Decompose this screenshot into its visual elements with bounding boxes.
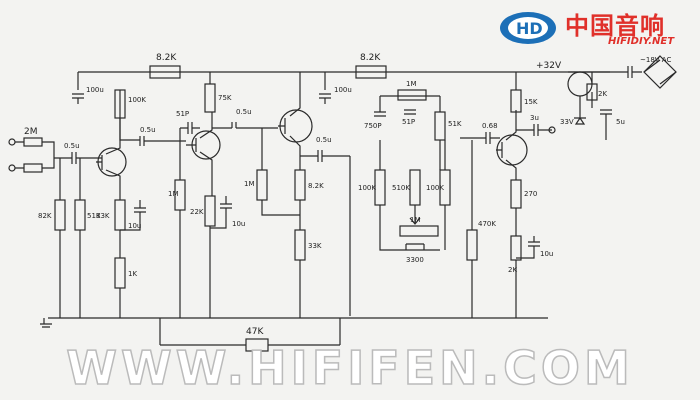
label-c-068: 0.68 [482,122,498,130]
r-75k [204,83,216,113]
label-r-1m-c: 1M [406,80,417,88]
label-r-33k: 33K [96,212,110,220]
label-c-51p-b: 51P [402,118,415,126]
input-terminal-1 [8,138,16,146]
label-c-05-c: 0.5u [316,136,332,144]
c-05-b [231,122,278,129]
label-c-5u: 5u [616,118,625,126]
label-r-in-82k: 82K [38,212,52,220]
label-c-100u-b: 100u [334,86,352,94]
r-510k [409,169,421,206]
label-r-51k-b: 51K [448,120,462,128]
r-in-2m [23,137,43,147]
label-r-100k: 100K [128,96,146,104]
r-22k [204,195,216,227]
r-270 [510,179,522,209]
r-2k [510,235,522,261]
label-r-100k-b: 100K [358,184,376,192]
label-c-10u-b: 10u [232,220,245,228]
r-8k2-top [355,65,387,79]
r-in-51k [74,199,86,231]
label-r-15k: 15K [524,98,538,106]
label-r-1m-b: 1M [244,180,255,188]
r-1m-a [174,179,186,211]
label-r-1m-a: 1M [168,190,179,198]
site-logo: HD [498,4,698,52]
r-8k2-b [294,169,306,201]
label-r-in: 2M [24,127,38,137]
c-51p-b [404,109,416,115]
label-r-33k-b: 33K [308,242,322,250]
c-3300 [405,243,425,250]
c-in [64,152,102,164]
c-5u [600,109,612,140]
label-c-750p: 750P [364,122,382,130]
label-r-270: 270 [524,190,537,198]
label-r-8k2-top: 8.2K [360,53,381,63]
label-c-3u: 3u [530,114,539,122]
input-terminal-2 [8,164,16,172]
label-r-470k: 470K [478,220,496,228]
c-3u [515,72,552,136]
label-r-2k-b: 2K [598,90,607,98]
zener-33v [574,116,586,125]
c-05-c [300,150,350,162]
filter-cap-top [610,66,642,78]
label-r-1m-pot: 1M [410,216,421,224]
c-51p [180,122,200,134]
label-r-in-51k: 51K [87,212,101,220]
label-r-fb-47k: 47K [246,327,264,337]
r-in-82k [54,199,66,231]
r-33k [114,199,126,231]
label-r-fb-8k2: 8.2K [156,53,177,63]
r-51k-b [434,111,446,141]
r-1m-b [256,169,268,201]
label-r-100k-c: 100K [426,184,444,192]
label-v-z: 33V [560,118,574,126]
label-r-22k: 22K [190,208,204,216]
r-fb-8k2 [149,65,181,79]
r-33k-b [294,229,306,261]
label-c-10u-a: 10u [128,222,141,230]
logo-text-cn: 中国音响 [565,12,665,40]
label-v-plus: +32V [536,61,562,71]
r-fb-47k [245,338,269,352]
label-r-2k: 2K [508,266,517,274]
r-470k [466,229,478,261]
svg-text:HD: HD [516,19,543,38]
r-1m-pot [399,225,439,237]
label-c-3300: 3300 [406,256,424,264]
c-068 [460,132,500,144]
label-r-1k: 1K [128,270,137,278]
hd-logo-icon: HD [500,12,556,44]
label-c-10u-c: 10u [540,250,553,258]
label-c1: 0.5u [140,126,156,134]
logo-text-en: HIFIDIY.NET [608,36,675,47]
r-2k-b [586,83,598,101]
r-in-2m-b [23,163,43,173]
watermark-text: WWW.HIFIFEN.COM [65,340,634,396]
label-c-100u-a: 100u [86,86,104,94]
label-r-8k2-b: 8.2K [308,182,324,190]
bridge-rectifier [643,55,677,89]
r-100k-b [374,169,386,206]
c1 [139,136,186,146]
r-1k [114,257,126,289]
label-c-in: 0.5u [64,142,80,150]
c-750p [374,111,386,117]
label-r-510k: 510K [392,184,410,192]
label-r-75k: 75K [218,94,232,102]
r-1m-c [397,89,427,101]
ground-symbol [40,318,52,328]
r-15k [510,89,522,113]
output-terminal [548,126,556,134]
label-c-51p: 51P [176,110,189,118]
label-c-05-b: 0.5u [236,108,252,116]
label-v-ac: ~18V AC [640,56,671,64]
